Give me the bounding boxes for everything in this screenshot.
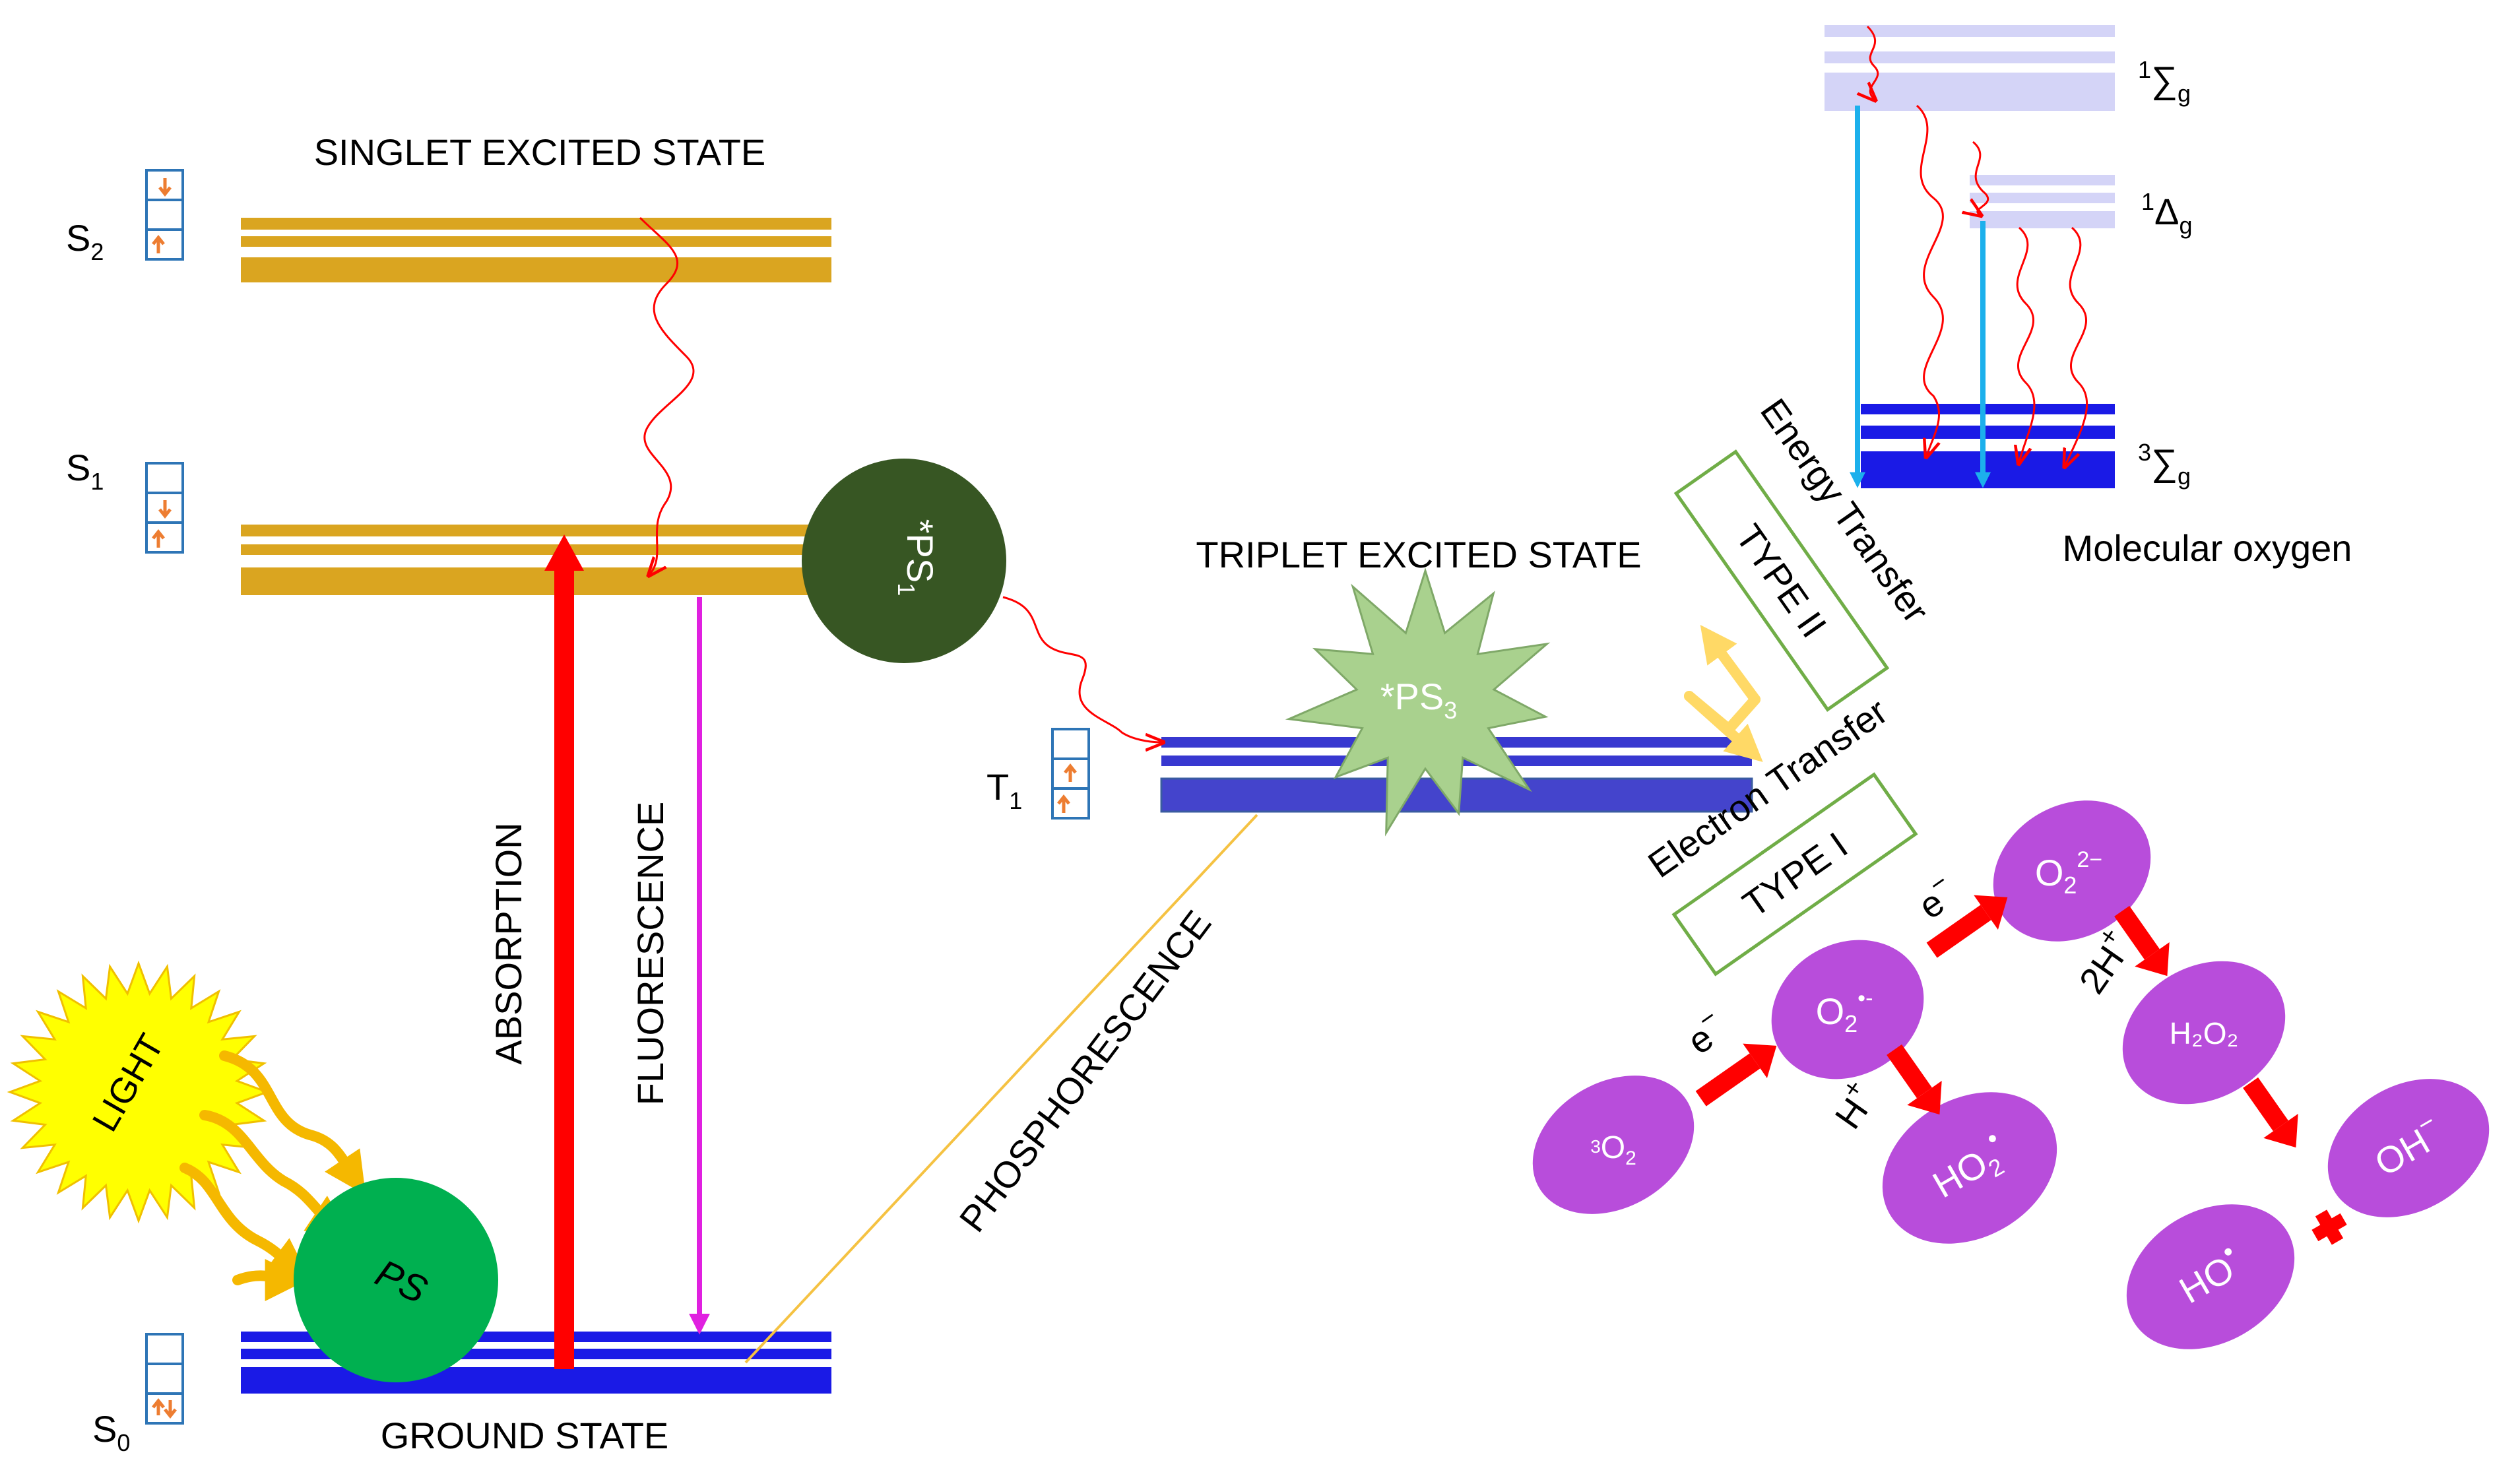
- oxygen-singlet-sigma-bands: [1825, 25, 2115, 111]
- svg-text:O2•-: O2•-: [1816, 986, 1873, 1037]
- internal-conversion-wavy-arrow: [639, 216, 695, 574]
- hydroxyl-radical-species: HO•: [2126, 1204, 2295, 1349]
- ps-ground-state-circle: [294, 1178, 498, 1382]
- s1-level-label: S1: [66, 447, 104, 495]
- s1-spin-diagram: [145, 462, 184, 554]
- oxygen-triplet-ground-bands: [1861, 404, 2115, 488]
- oxygen-sigma-g-triplet-label: 3∑g: [2138, 439, 2191, 490]
- absorption-label: ABSORPTION: [488, 822, 529, 1064]
- t1-spin-diagram: [1051, 728, 1090, 820]
- ground-state-label: GROUND STATE: [381, 1415, 669, 1456]
- ps-triplet-burst: [1285, 567, 1551, 837]
- s0-spin-diagram: [145, 1333, 184, 1425]
- s2-energy-bands: [241, 218, 831, 282]
- s1-energy-bands: [241, 525, 831, 595]
- ps-triplet-label: *PS3: [1380, 676, 1458, 724]
- hydroxide-species: OH−: [2327, 1079, 2490, 1217]
- phosphorescence-line: [744, 814, 1258, 1364]
- fluorescence-label: FLUORESCENCE: [630, 802, 671, 1106]
- oxygen-delta-g-label: 1Δg: [2141, 188, 2192, 239]
- o2-ground-species: 3O2: [1532, 1076, 1695, 1214]
- hydroperoxyl-species: HO2•: [1882, 1092, 2057, 1244]
- s0-level-label: S0: [92, 1408, 130, 1456]
- svg-text:H₂O₂: H₂O₂: [2170, 1016, 2239, 1050]
- light-rays: [179, 1050, 366, 1301]
- svg-text:O22−: O22−: [2035, 847, 2102, 899]
- oxygen-singlet-delta-bands: [1970, 175, 2115, 228]
- intersystem-crossing-wavy-arrow: [1002, 596, 1161, 742]
- t1-level-label: T1: [986, 766, 1022, 814]
- absorption-arrow: [544, 534, 584, 1369]
- singlet-excited-state-label: SINGLET EXCITED STATE: [314, 131, 766, 173]
- s2-spin-diagram: [145, 169, 184, 261]
- s2-level-label: S2: [66, 217, 104, 265]
- reaction-arrows: [1695, 895, 2298, 1148]
- phosphorescence-label: PHOSPHORESCENCE: [951, 903, 1219, 1239]
- electron-label-1: e−: [1676, 1002, 1733, 1062]
- ps-singlet-label: *PS1: [893, 519, 941, 596]
- plus-sign: [2311, 1209, 2347, 1245]
- light-burst: [7, 960, 271, 1224]
- triplet-excited-state-label: TRIPLET EXCITED STATE: [1196, 534, 1641, 575]
- ps-singlet-circle: [802, 459, 1006, 663]
- hydrogen-peroxide-species: H₂O₂: [2122, 961, 2286, 1105]
- proton-label: H+: [1821, 1074, 1885, 1136]
- electron-label-2: e−: [1907, 867, 1964, 927]
- superoxide-species: O2•-: [1771, 940, 1924, 1079]
- svg-text:3O2: 3O2: [1590, 1130, 1636, 1169]
- oxygen-sigma-g-singlet-label: 1∑g: [2138, 56, 2191, 107]
- oxygen-relaxation-wavy-arrows: [1867, 25, 2088, 465]
- transfer-split-arrow: [1684, 624, 1763, 762]
- peroxide-species: O22−: [1993, 800, 2151, 942]
- molecular-oxygen-label: Molecular oxygen: [2063, 527, 2352, 569]
